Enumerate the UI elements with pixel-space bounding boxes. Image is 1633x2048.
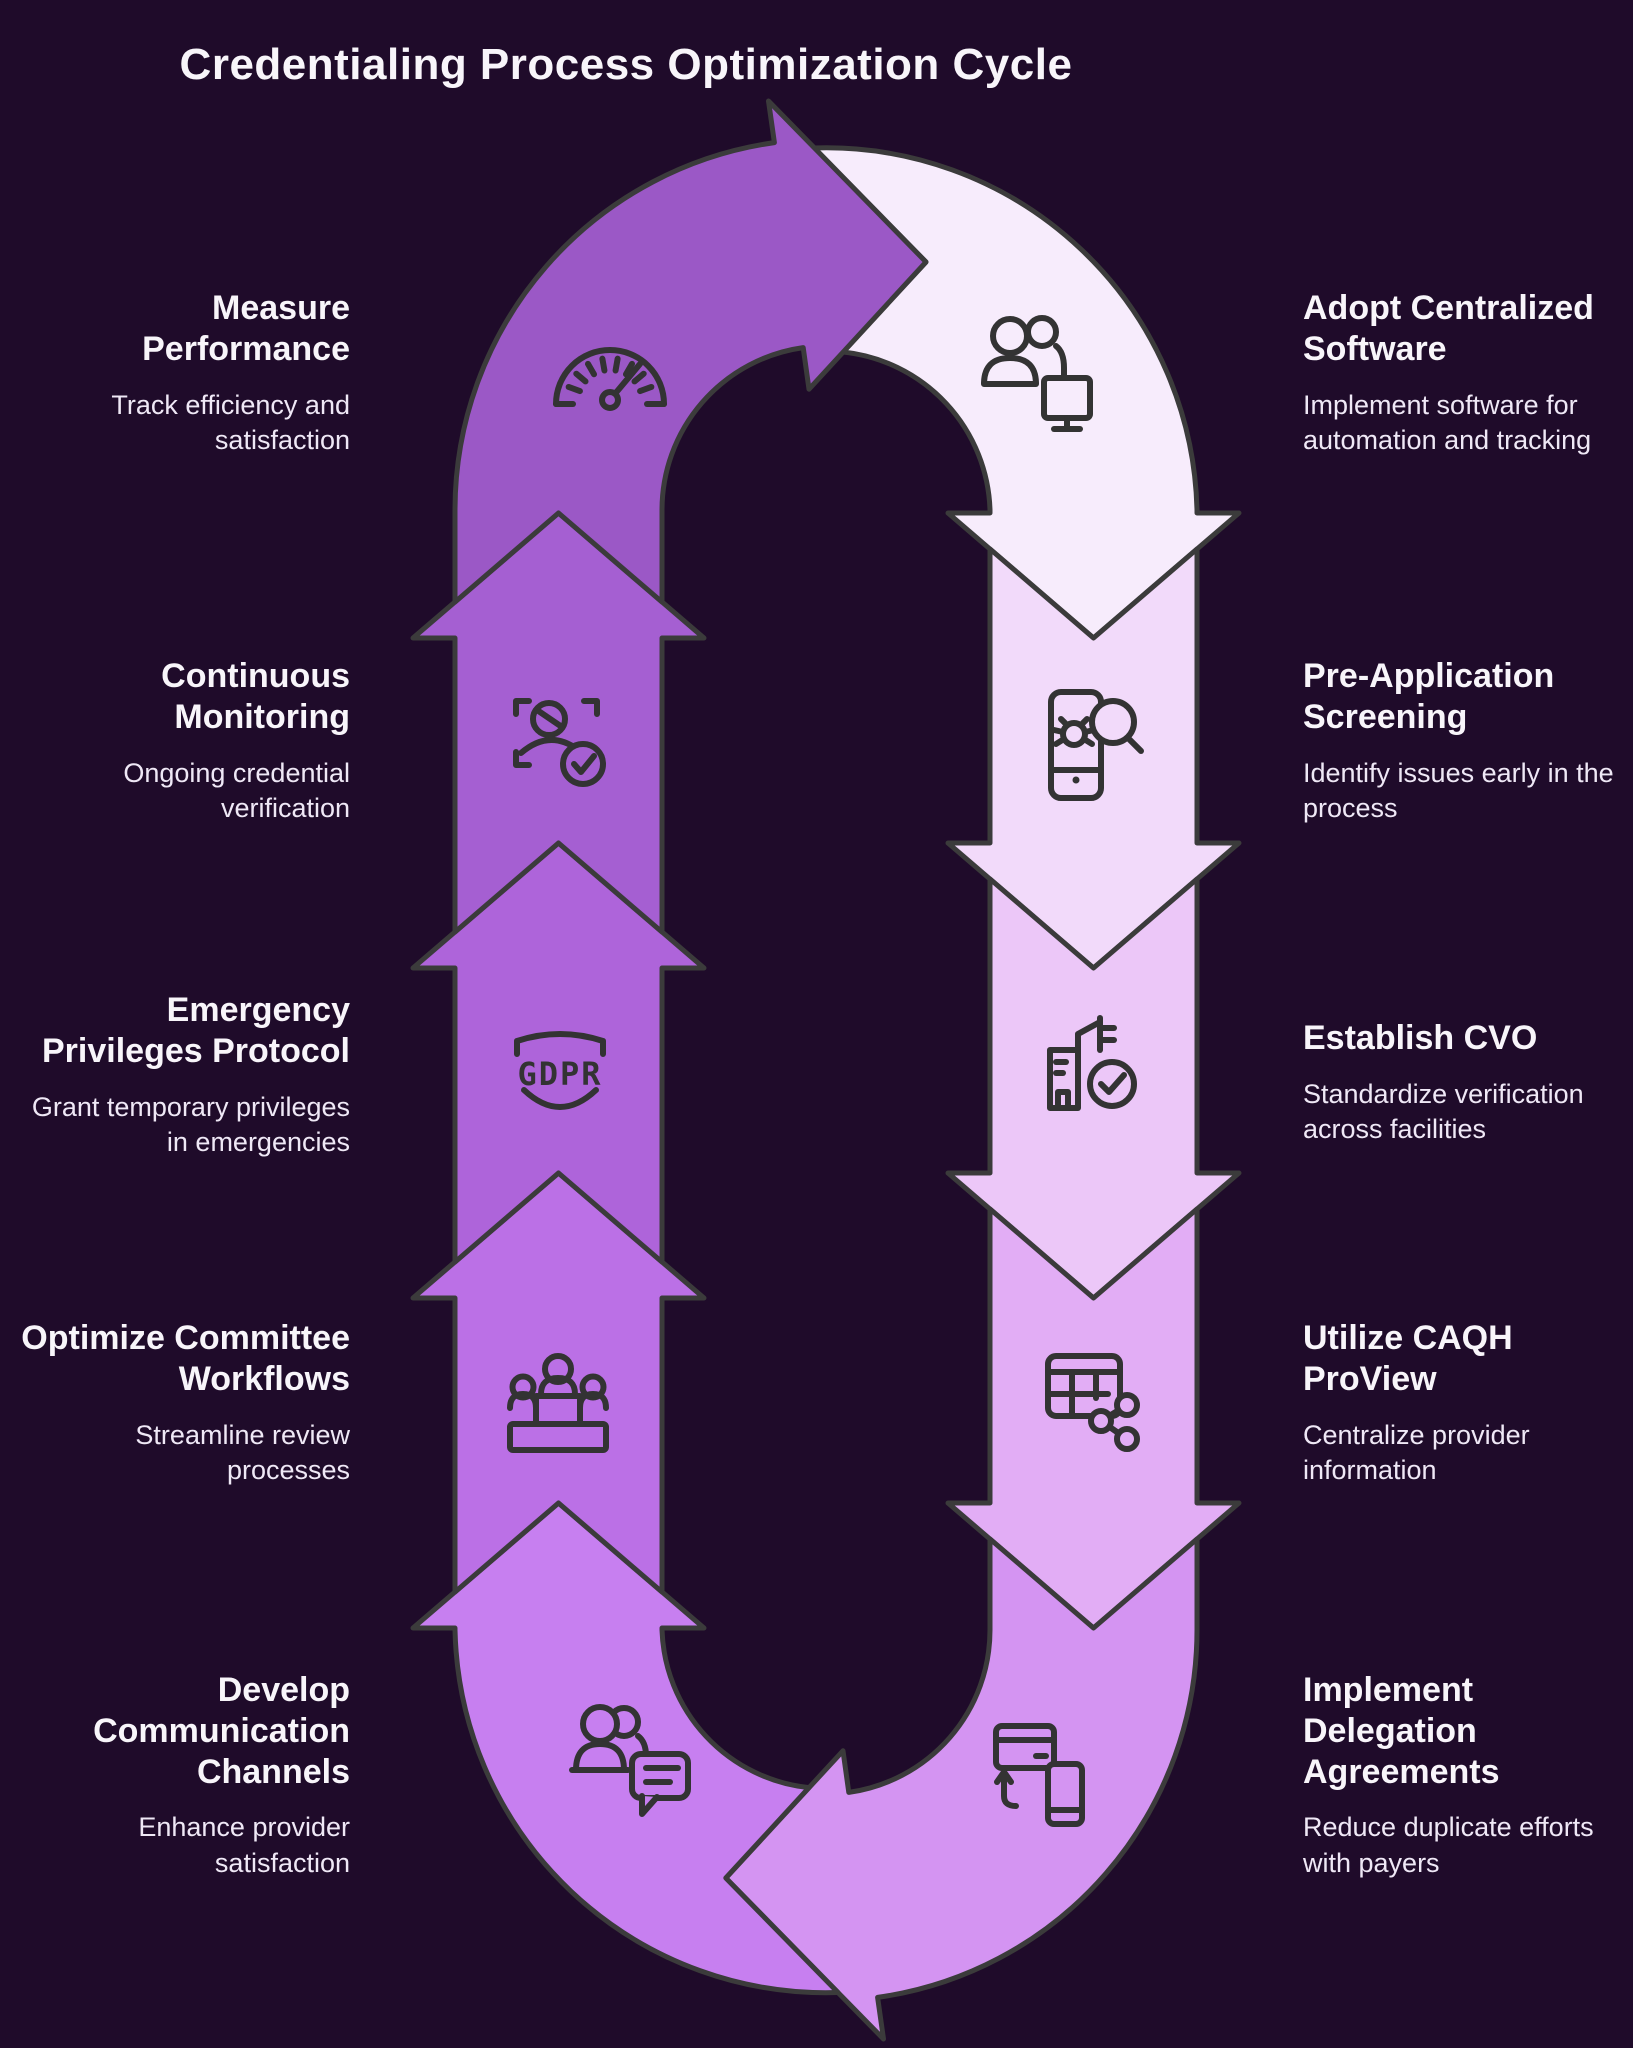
step-heading: Emergency Privileges Protocol — [42, 991, 350, 1070]
step-description: Implement software for automation and tr… — [1303, 389, 1592, 456]
step-7-text: Optimize Committee Workflows Streamline … — [8, 1318, 350, 1489]
speedometer-icon — [553, 347, 667, 411]
step-heading: Develop Communication Channels — [93, 1671, 350, 1791]
step-5-arrow — [723, 1536, 1200, 2042]
step-heading: Optimize Committee Workflows — [21, 1319, 350, 1398]
step-5-text: Implement Delegation Agreements Reduce d… — [1303, 1670, 1633, 1882]
step-4-text: Utilize CAQH ProView Centralize provider… — [1303, 1318, 1633, 1489]
step-1-text: Adopt Centralized Software Implement sof… — [1303, 288, 1633, 459]
step-heading: Establish CVO — [1303, 1019, 1538, 1057]
page-title: Credentialing Process Optimization Cycle — [179, 40, 1073, 89]
step-10-arrow — [452, 98, 929, 605]
step-heading: Continuous Monitoring — [161, 657, 350, 736]
step-heading: Measure Performance — [142, 289, 350, 368]
step-3-text: Establish CVO Standardize verification a… — [1303, 1018, 1633, 1148]
step-description: Identify issues early in the process — [1303, 757, 1614, 824]
step-6-text: Develop Communication Channels Enhance p… — [8, 1670, 350, 1882]
people-chat-icon — [569, 1704, 691, 1817]
person-scan-check-icon — [513, 698, 606, 787]
step-10-text: Measure Performance Track efficiency and… — [8, 288, 350, 459]
step-description: Track efficiency and satisfaction — [111, 389, 350, 456]
committee-podium-icon — [507, 1353, 609, 1453]
step-heading: Utilize CAQH ProView — [1303, 1319, 1513, 1398]
step-heading: Pre-Application Screening — [1303, 657, 1555, 736]
svg-text:GDPR: GDPR — [517, 1055, 602, 1093]
phone-bug-search-icon — [1048, 689, 1144, 801]
team-monitor-icon — [981, 315, 1093, 432]
step-description: Reduce duplicate efforts with payers — [1303, 1812, 1594, 1879]
step-2-text: Pre-Application Screening Identify issue… — [1303, 656, 1633, 827]
table-share-icon — [1045, 1353, 1140, 1452]
step-heading: Implement Delegation Agreements — [1303, 1671, 1500, 1791]
step-description: Ongoing credential verification — [123, 757, 350, 824]
step-description: Standardize verification across faciliti… — [1303, 1078, 1584, 1145]
step-description: Grant temporary privileges in emergencie… — [31, 1091, 350, 1158]
gdpr-shield-icon: GDPR — [514, 1031, 606, 1110]
building-check-icon — [1047, 1015, 1137, 1111]
step-2-arrow — [945, 546, 1242, 971]
step-9-text: Continuous Monitoring Ongoing credential… — [8, 656, 350, 827]
step-8-text: Emergency Privileges Protocol Grant temp… — [8, 990, 350, 1161]
step-description: Streamline review processes — [135, 1419, 350, 1486]
card-phone-transfer-icon — [993, 1723, 1085, 1827]
step-description: Centralize provider information — [1303, 1419, 1530, 1486]
step-6-arrow — [410, 1500, 841, 1996]
step-heading: Adopt Centralized Software — [1303, 289, 1594, 368]
step-description: Enhance provider satisfaction — [138, 1812, 350, 1879]
step-8-arrow — [410, 840, 707, 1265]
